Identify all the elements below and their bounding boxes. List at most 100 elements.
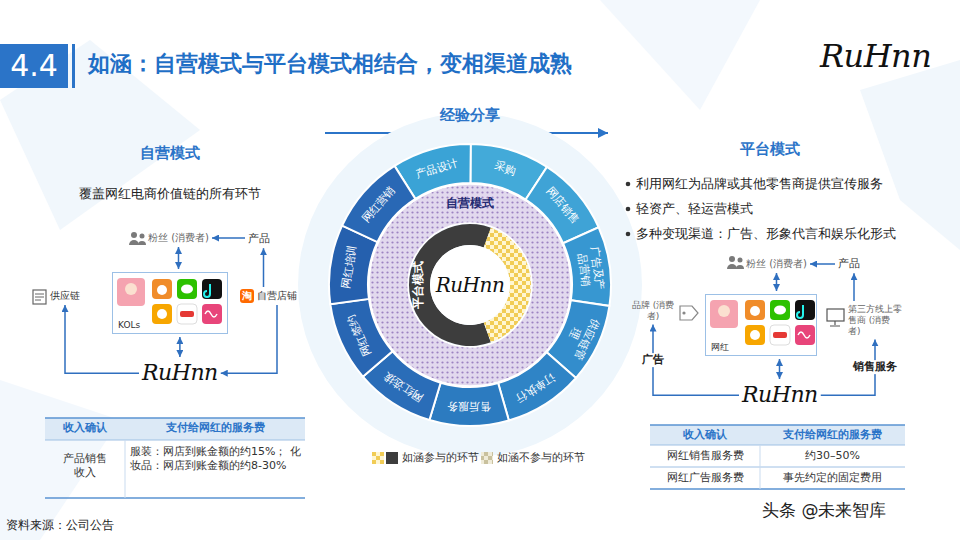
app-icons <box>157 285 167 295</box>
app-icons <box>177 279 197 299</box>
node-text: RuHnn <box>742 382 818 408</box>
flow-arrow <box>853 273 855 301</box>
bullet-text: 多种变现渠道：广告、形象代言和娱乐化形式 <box>636 226 896 242</box>
people-icon <box>138 241 146 245</box>
right-table <box>650 488 905 490</box>
node-text: 自营店铺 <box>257 290 297 302</box>
self-run-label: 自营模式 <box>446 197 494 211</box>
app-icons <box>798 332 810 338</box>
app-icons <box>770 325 790 345</box>
left-table <box>45 497 305 499</box>
right-table <box>650 424 905 426</box>
table-cell: 网红销售服务费 <box>650 449 760 463</box>
kol-face <box>125 283 137 295</box>
app-icons <box>750 330 760 340</box>
section-heading: 自营模式 <box>110 144 230 163</box>
legend-swatches <box>481 452 493 464</box>
app-icons <box>157 309 167 319</box>
product-node: 产品 <box>838 257 860 270</box>
node-text: 4.4 <box>10 48 58 84</box>
app-icons <box>152 279 222 324</box>
node-text: 品牌 (消费者) <box>630 300 676 322</box>
bullet-text: 轻资产、轻运营模式 <box>636 201 753 217</box>
legend-swatches <box>386 452 398 464</box>
retailer-icon <box>830 321 840 326</box>
table-header: 收入确认 <box>45 421 125 435</box>
left-table <box>45 418 305 498</box>
influencer-face <box>718 305 730 317</box>
bullet-dots <box>626 207 631 212</box>
icon-glyph: 淘 <box>240 290 254 303</box>
right-table <box>650 425 905 445</box>
app-icons <box>152 279 172 299</box>
node-text: RuHnn <box>436 273 505 297</box>
ruhnn-logo: RuHnn <box>142 360 218 386</box>
bullet-dots <box>626 182 631 237</box>
app-icons <box>745 300 765 320</box>
kol-avatar <box>117 278 145 306</box>
app-icons <box>773 332 787 338</box>
node-text: 供应链 <box>50 290 80 302</box>
bullet-dots <box>626 232 631 237</box>
app-icons <box>205 311 217 317</box>
app-icons <box>795 325 815 345</box>
background-shapes <box>860 60 960 250</box>
people-icon <box>736 265 744 269</box>
brand-tag-icon <box>680 306 698 320</box>
fans-node: 粉丝 (消费者) <box>148 232 209 244</box>
right-table <box>650 425 905 489</box>
flow-arrow <box>779 359 781 379</box>
people-icon <box>738 258 743 263</box>
legend-text: 如涵参与的环节 <box>402 451 479 465</box>
section-number: 4.4 <box>0 44 68 88</box>
node-text: 售后服务 <box>445 400 493 413</box>
app-icons <box>745 300 815 345</box>
app-icons <box>202 304 222 324</box>
table-cell: 产品销售收入 <box>59 452 111 480</box>
flow-arrow <box>776 273 778 291</box>
flow-arrow <box>65 305 139 373</box>
app-icons <box>177 304 197 324</box>
ring-segment-label: 售后服务 <box>445 400 493 413</box>
taobao-icon <box>240 289 254 303</box>
people-icon <box>129 232 146 245</box>
watermark: 头条 @未来智库 <box>762 500 886 521</box>
background-shapes <box>600 0 760 110</box>
app-icons <box>152 304 172 324</box>
edge-label: 销售服务 <box>851 360 899 374</box>
right-table <box>760 445 761 489</box>
left-table <box>125 440 126 498</box>
node-text: 产品 <box>838 257 860 270</box>
slide-title: 如涵：自营模式与平台模式相结合，变相渠道成熟 <box>88 50 572 78</box>
legend-text: 如涵不参与的环节 <box>497 451 585 465</box>
node-text: 网红 <box>711 342 729 353</box>
node-text: 广告及产品营销 <box>574 243 606 294</box>
flow-arrow <box>810 263 835 265</box>
flow-arrow <box>221 305 277 373</box>
retailer-icon <box>827 309 844 321</box>
flow-arrow <box>263 248 265 287</box>
kol-box: KOLs <box>112 272 228 334</box>
node-text: 平台模式 <box>412 261 426 309</box>
background-shapes <box>0 380 120 540</box>
header-bar <box>72 44 75 88</box>
legend-swatches <box>372 452 493 464</box>
arrow-label: 经验分享 <box>420 106 520 125</box>
node-text: KOLs <box>118 320 140 331</box>
node-text: 粉丝 (消费者) <box>148 232 209 244</box>
app-icons <box>774 306 786 315</box>
fans-node: 粉丝 (消费者) <box>746 258 807 270</box>
people-icon <box>729 256 735 262</box>
table-cell: 服装：网店到账金额的约15%； 化妆品：网店到账金额的约8-30% <box>130 445 304 473</box>
self-run-ring <box>369 184 571 386</box>
ruhnn-center: RuHnn <box>430 245 510 325</box>
app-icons <box>202 279 222 299</box>
section-subtitle: 覆盖网红电商价值链的所有环节 <box>40 186 300 202</box>
app-icons <box>795 300 815 320</box>
bullet-dots <box>626 182 631 187</box>
flow-arrow <box>179 337 181 357</box>
app-icons <box>745 325 765 345</box>
ring-segment-label: 广告及产品营销 <box>574 243 606 294</box>
people-icon <box>131 232 137 238</box>
brand-node: 品牌 (消费者) <box>630 300 676 322</box>
